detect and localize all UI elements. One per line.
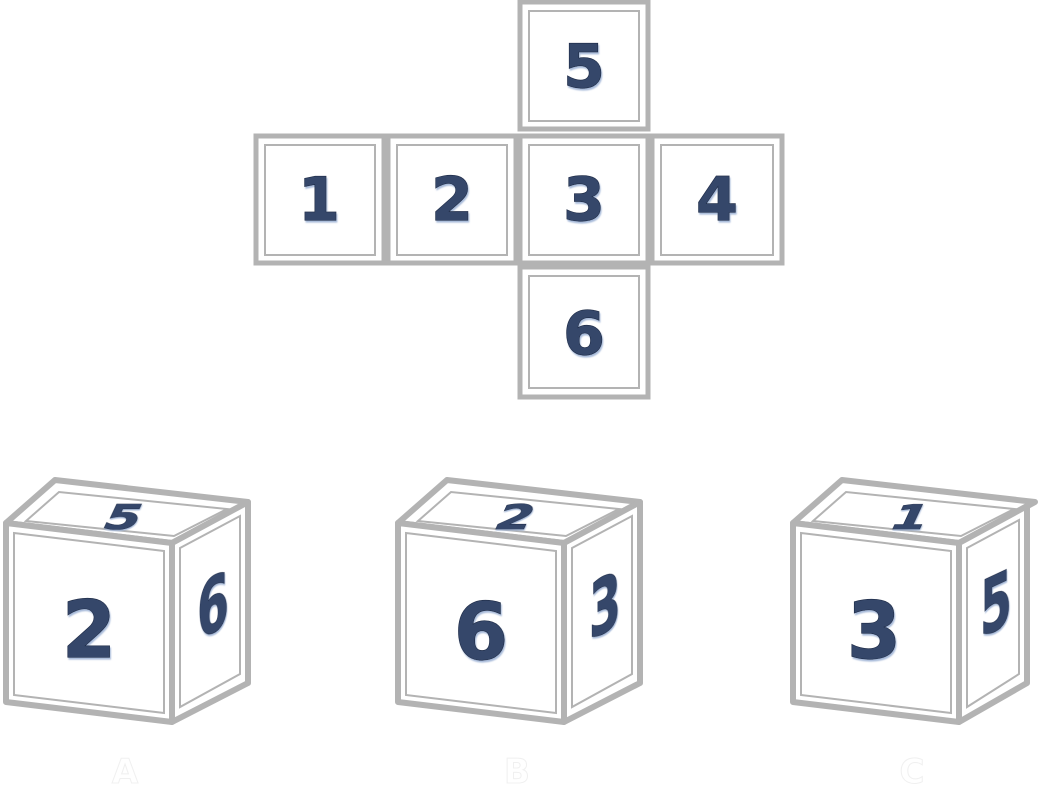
cube-a-caption: A (112, 752, 139, 789)
cube-c-caption: C (900, 752, 925, 789)
cube-b-front-number: 6 (454, 588, 508, 678)
net-face-3: 3 (517, 133, 651, 266)
cube-b-caption: B (504, 752, 530, 789)
net-face-1-number: 1 (298, 165, 340, 235)
cube-option-a[interactable]: 5 2 6 A (3, 477, 251, 789)
net-face-bottom: 6 (517, 264, 651, 400)
net-face-2: 2 (385, 133, 519, 266)
cube-a-side-number: 6 (197, 555, 229, 658)
cube-net: 5 1 2 3 4 6 (253, 0, 785, 400)
net-face-bottom-number: 6 (563, 299, 605, 369)
cube-c-front-number: 3 (847, 587, 901, 677)
cube-c-side-number: 5 (980, 553, 1012, 656)
net-face-1: 1 (253, 133, 387, 266)
net-face-4-number: 4 (696, 165, 738, 235)
cube-b-side-number: 3 (589, 555, 621, 658)
net-face-4: 4 (649, 133, 785, 266)
net-face-top: 5 (517, 0, 651, 132)
cube-a-front-number: 2 (62, 586, 116, 676)
net-face-2-number: 2 (431, 165, 473, 235)
net-face-top-number: 5 (563, 32, 605, 102)
cube-option-c[interactable]: 1 3 5 C (790, 477, 1038, 789)
net-face-3-number: 3 (563, 165, 605, 235)
cube-option-b[interactable]: 2 6 3 B (395, 477, 643, 789)
